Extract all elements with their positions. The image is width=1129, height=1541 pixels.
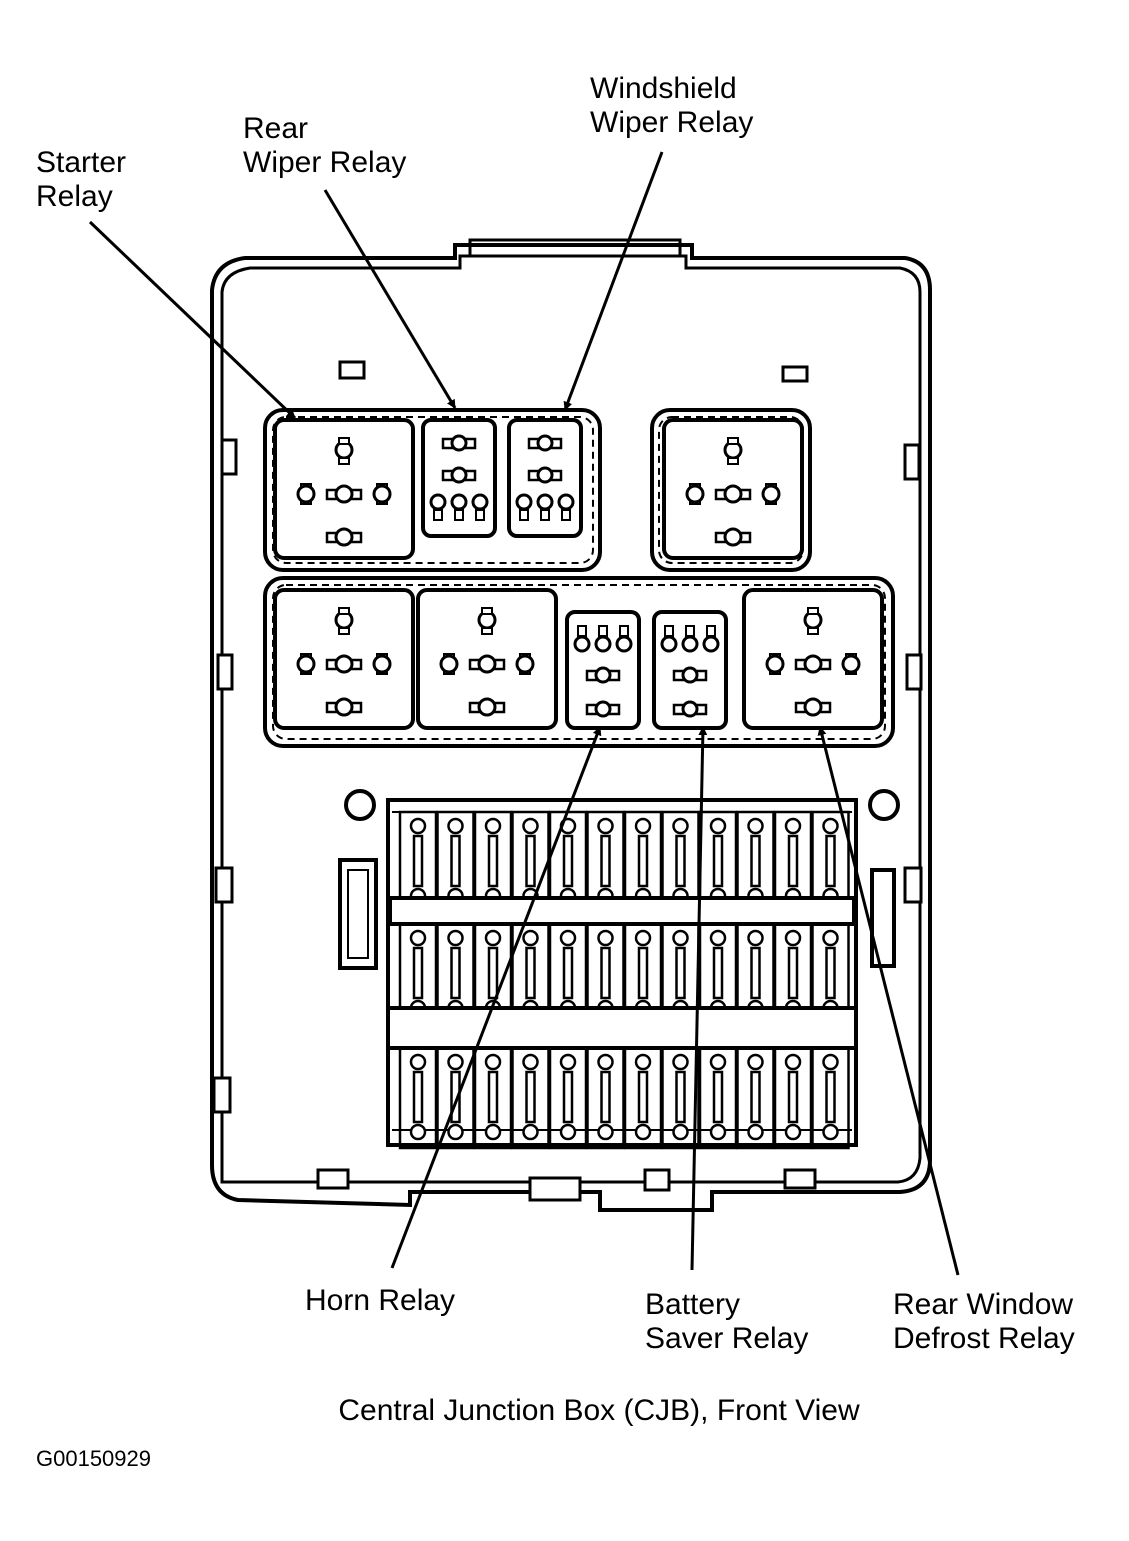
fuse-panel-bar-2	[386, 1006, 858, 1050]
junction-box-housing	[210, 238, 932, 1212]
starter-relay-leader	[88, 220, 297, 420]
starter-relay-label: Starter Relay	[36, 146, 134, 213]
windshield-wiper-relay-leader	[563, 151, 664, 411]
battery-saver-relay-label: Battery Saver Relay	[645, 1288, 808, 1355]
rear-window-defrost-relay-socket	[742, 588, 884, 730]
fuse-panel-bar-1	[388, 896, 856, 926]
relay-socket-top-right	[662, 418, 804, 560]
rear-window-defrost-relay-leader	[817, 726, 960, 1276]
figure-id: G00150929	[36, 1446, 151, 1471]
relay-frame-middle	[263, 576, 895, 748]
rear-wiper-relay-socket	[421, 418, 497, 538]
windshield-wiper-relay-label: Windshield Wiper Relay	[590, 72, 753, 139]
horn-relay-leader	[390, 726, 602, 1269]
horn-relay-socket	[565, 610, 641, 730]
rear-wiper-relay-leader	[323, 189, 457, 409]
windshield-wiper-relay-socket	[507, 418, 583, 538]
relay-socket-middle-left	[273, 588, 415, 730]
figure-caption: Central Junction Box (CJB), Front View	[338, 1394, 860, 1427]
rear-window-defrost-relay-label: Rear Window Defrost Relay	[893, 1288, 1081, 1355]
battery-saver-relay-socket	[652, 610, 728, 730]
relay-socket-middle-second	[416, 588, 558, 730]
starter-relay-socket	[273, 418, 415, 560]
horn-relay-label: Horn Relay	[305, 1284, 455, 1317]
fuse-panel	[386, 798, 858, 1150]
battery-saver-relay-leader	[690, 726, 708, 1271]
rear-wiper-relay-label: Rear Wiper Relay	[243, 112, 406, 179]
